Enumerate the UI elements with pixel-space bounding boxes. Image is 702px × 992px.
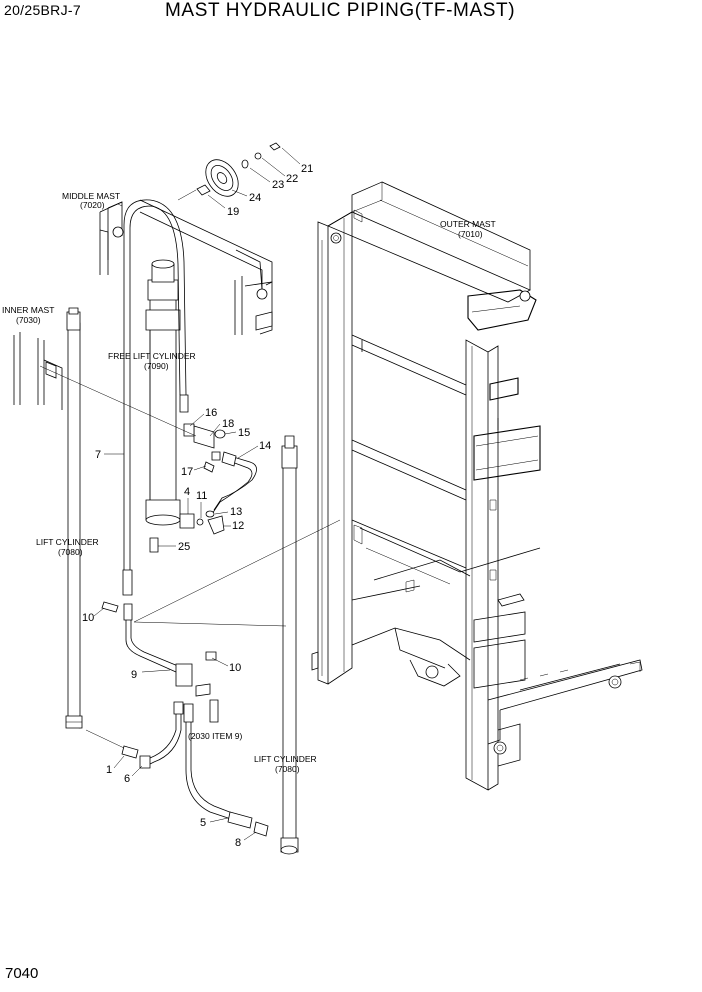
lower-piping <box>39 189 341 837</box>
outer-mast-ref: (7010) <box>458 229 483 239</box>
fittings-group <box>149 423 257 553</box>
model-number: 20/25BRJ-7 <box>4 2 81 18</box>
inner-mast <box>13 332 63 410</box>
outer-mast <box>311 181 643 791</box>
lift-cylinder-left-ref: (7080) <box>58 547 83 557</box>
part-number-8: 8 <box>235 837 241 849</box>
sheave-pulley <box>196 142 281 197</box>
part-number-22: 22 <box>286 173 298 185</box>
part-number-7: 7 <box>95 449 101 461</box>
part-number-14: 14 <box>259 440 271 452</box>
part-number-24: 24 <box>249 192 261 204</box>
outer-mast-label: OUTER MAST <box>440 219 496 229</box>
part-number-9: 9 <box>131 669 137 681</box>
free-lift-cylinder-ref: (7090) <box>144 361 169 371</box>
lift-cylinder-right <box>280 435 299 855</box>
part-number-4: 4 <box>184 486 190 498</box>
part-callouts: 21 22 23 24 19 16 18 15 14 17 4 11 13 <box>82 147 313 849</box>
part-number-17: 17 <box>181 466 193 478</box>
part-number-19: 19 <box>227 206 239 218</box>
part-number-23: 23 <box>272 179 284 191</box>
part-number-25: 25 <box>178 541 190 553</box>
part-number-11: 11 <box>196 490 207 502</box>
lift-cylinder-left <box>65 307 83 729</box>
middle-mast-label: MIDDLE MAST <box>62 191 120 201</box>
middle-mast-ref: (7020) <box>80 200 105 210</box>
part-number-15: 15 <box>238 427 250 439</box>
part-number-13: 13 <box>230 506 242 518</box>
inner-mast-label: INNER MAST <box>2 305 54 315</box>
item-reference-label: (2030 ITEM 9) <box>188 731 242 741</box>
part-number-16: 16 <box>205 407 217 419</box>
free-lift-cylinder-label: FREE LIFT CYLINDER <box>108 351 196 361</box>
part-number-18: 18 <box>222 418 234 430</box>
page-number: 7040 <box>5 965 39 982</box>
part-number-5: 5 <box>200 817 206 829</box>
lift-cylinder-right-ref: (7080) <box>275 764 300 774</box>
inner-mast-ref: (7030) <box>16 315 41 325</box>
part-number-12: 12 <box>232 520 244 532</box>
part-number-10-lower: 10 <box>229 662 241 674</box>
part-number-1: 1 <box>106 764 112 776</box>
part-number-21: 21 <box>301 163 313 175</box>
assembly-labels: MIDDLE MAST (7020) OUTER MAST (7010) INN… <box>2 191 496 774</box>
middle-mast <box>99 199 273 335</box>
part-number-6: 6 <box>124 773 130 785</box>
free-lift-cylinder <box>145 259 181 526</box>
lift-cylinder-left-label: LIFT CYLINDER <box>36 537 99 547</box>
hose-7 <box>122 199 189 596</box>
lift-cylinder-right-label: LIFT CYLINDER <box>254 754 317 764</box>
page-title: MAST HYDRAULIC PIPING(TF-MAST) <box>165 0 516 21</box>
part-number-10-upper: 10 <box>82 612 94 624</box>
